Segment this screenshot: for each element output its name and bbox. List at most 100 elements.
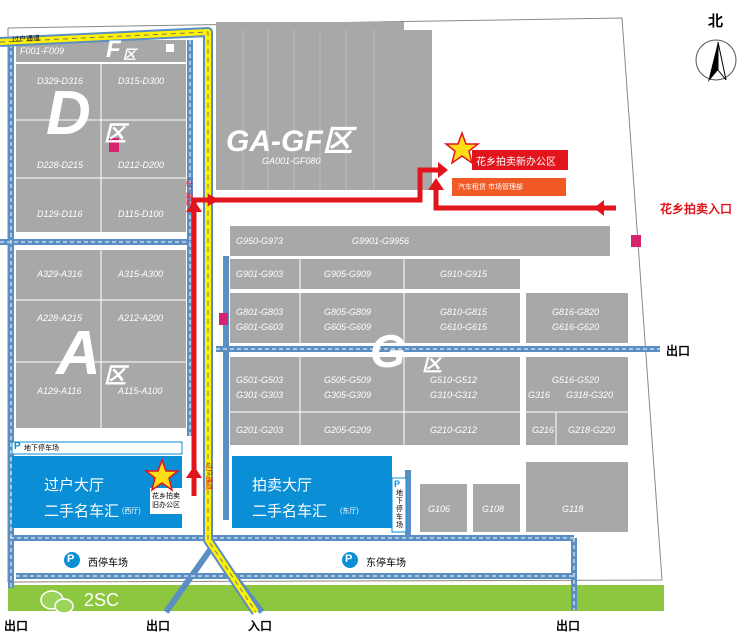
- restroom-icons: [109, 138, 641, 325]
- block-g108-label: G108: [482, 504, 505, 514]
- hall-east-tag: (东厅): [340, 508, 359, 515]
- block-g901-row: [230, 259, 520, 289]
- east-parking-label: 东停车场: [366, 558, 406, 569]
- block-g610-label: G610-G615: [440, 322, 488, 332]
- grass-strip: [8, 585, 664, 611]
- parking-icons: [62, 550, 360, 570]
- block-g305-label: G305-G309: [324, 390, 372, 400]
- compass: [695, 39, 737, 82]
- block-g216-label: G216: [532, 425, 555, 435]
- zone-g-letter: G: [370, 325, 406, 377]
- exit-bottom-mid-label: 出口: [146, 619, 171, 633]
- exit-right-label: 出口: [666, 344, 691, 358]
- block-a228-label: A228-A215: [37, 313, 83, 323]
- block-g9901-label: G9901-G9956: [352, 236, 410, 246]
- block-g816: [526, 293, 628, 343]
- block-gagf-left: [216, 22, 404, 190]
- block-d115-label: D115-D100: [118, 209, 164, 219]
- block-d228-label: D228-D215: [37, 160, 84, 170]
- new-office-box: [472, 150, 568, 170]
- block-g201-label: G201-G203: [236, 425, 284, 435]
- block-g605-label: G605-G609: [324, 322, 372, 332]
- hall-west-tag: (西厅): [122, 508, 141, 515]
- gagf-stall-lines: [242, 30, 375, 190]
- block-g501-label: G501-G503: [236, 375, 284, 385]
- brand-2sc-text: 2SC: [84, 590, 120, 610]
- entry-route: [191, 167, 616, 496]
- zone-g-suffix: 区: [422, 354, 442, 376]
- wechat-icon: [40, 590, 74, 614]
- auction-entrance-label: 花乡拍卖入口: [660, 202, 733, 216]
- block-g516-label: G516-G520: [552, 375, 600, 385]
- compass-north-label: 北: [708, 13, 724, 30]
- zone-a-letter: A: [56, 319, 101, 388]
- zone-f-range: F001-F009: [20, 46, 65, 56]
- hall-east-line1: 拍卖大厅: [252, 477, 313, 494]
- parking-strip-west: [11, 441, 183, 455]
- g-grid-lines: [230, 259, 628, 445]
- hall-east-bg: [232, 456, 392, 528]
- block-g108: [473, 484, 520, 532]
- block-g316-label: G316: [528, 390, 551, 400]
- entrance-bottom-label: 入口: [248, 619, 273, 633]
- block-f: [16, 40, 186, 62]
- block-g210-label: G210-G212: [430, 425, 478, 435]
- block-g318-label: G318-G320: [566, 390, 614, 400]
- block-g501-row: [230, 357, 520, 445]
- parking-p-west-small: P: [14, 441, 21, 452]
- star-old-office: [143, 457, 181, 492]
- block-g505-label: G505-G509: [324, 375, 372, 385]
- transfer-road-label-mid: 过户通道: [185, 178, 192, 206]
- block-g205-label: G205-G209: [324, 425, 372, 435]
- block-g910-label: G910-G915: [440, 269, 488, 279]
- car-rental-label: 汽车租赁 市场管理部: [458, 184, 523, 191]
- parking-p-east-small: P: [394, 479, 401, 489]
- star-new-office: [443, 130, 481, 165]
- block-g516: [526, 357, 628, 445]
- underground-parking-east: 地下停车场: [396, 490, 403, 529]
- block-g118: [526, 462, 628, 532]
- block-g950-label: G950-G973: [236, 236, 284, 246]
- block-d315-label: D315-D300: [118, 76, 165, 86]
- new-office-label: 花乡拍卖新办公区: [476, 157, 556, 168]
- block-g106-label: G106: [428, 504, 451, 514]
- road-dashes: [0, 40, 660, 610]
- block-d129-label: D129-D116: [37, 209, 83, 219]
- f-corner-icon: [166, 44, 174, 52]
- zone-a-suffix: 区: [104, 363, 127, 388]
- hall-east-line2: 二手名车汇: [252, 503, 328, 520]
- block-g816-label: G816-G820: [552, 307, 600, 317]
- block-a129-label: A129-A116: [37, 386, 82, 396]
- zone-f-suffix: 区: [123, 47, 137, 62]
- block-d212-label: D212-D200: [118, 160, 165, 170]
- route-arrowheads: [186, 162, 604, 478]
- zone-d-suffix: 区: [104, 121, 127, 146]
- old-office-label: 花乡拍卖旧办公区: [152, 493, 180, 509]
- exit-bottom-left-label: 出口: [4, 619, 29, 633]
- block-d329-label: D329-D316: [37, 76, 84, 86]
- zone-gagf-range: GA001-GF080: [262, 156, 321, 166]
- block-g950: [230, 226, 610, 256]
- block-g118-label: G118: [562, 504, 584, 514]
- block-g805-label: G805-G809: [324, 307, 372, 317]
- old-office-box: [150, 488, 188, 514]
- block-a315-label: A315-A300: [118, 269, 164, 279]
- parking-p-west: P: [67, 553, 75, 565]
- block-gagf-right: [404, 30, 432, 190]
- hall-west-line2: 二手名车汇: [44, 503, 120, 520]
- hall-west-line1: 过户大厅: [44, 477, 105, 494]
- transfer-road-label-low: 过户通道: [205, 462, 212, 490]
- block-a329-label: A329-A316: [37, 269, 83, 279]
- exit-bottom-right-label: 出口: [556, 619, 581, 633]
- block-g106: [420, 484, 467, 532]
- block-g901-label: G901-G903: [236, 269, 284, 279]
- parking-strip-east: [391, 477, 407, 533]
- block-a212-label: A212-A200: [118, 313, 164, 323]
- block-g218-label: G218-G220: [568, 425, 616, 435]
- block-g301-label: G301-G303: [236, 390, 284, 400]
- zone-f-letter: F: [106, 36, 121, 63]
- zone-d-letter: D: [46, 79, 91, 148]
- block-g905-label: G905-G909: [324, 269, 372, 279]
